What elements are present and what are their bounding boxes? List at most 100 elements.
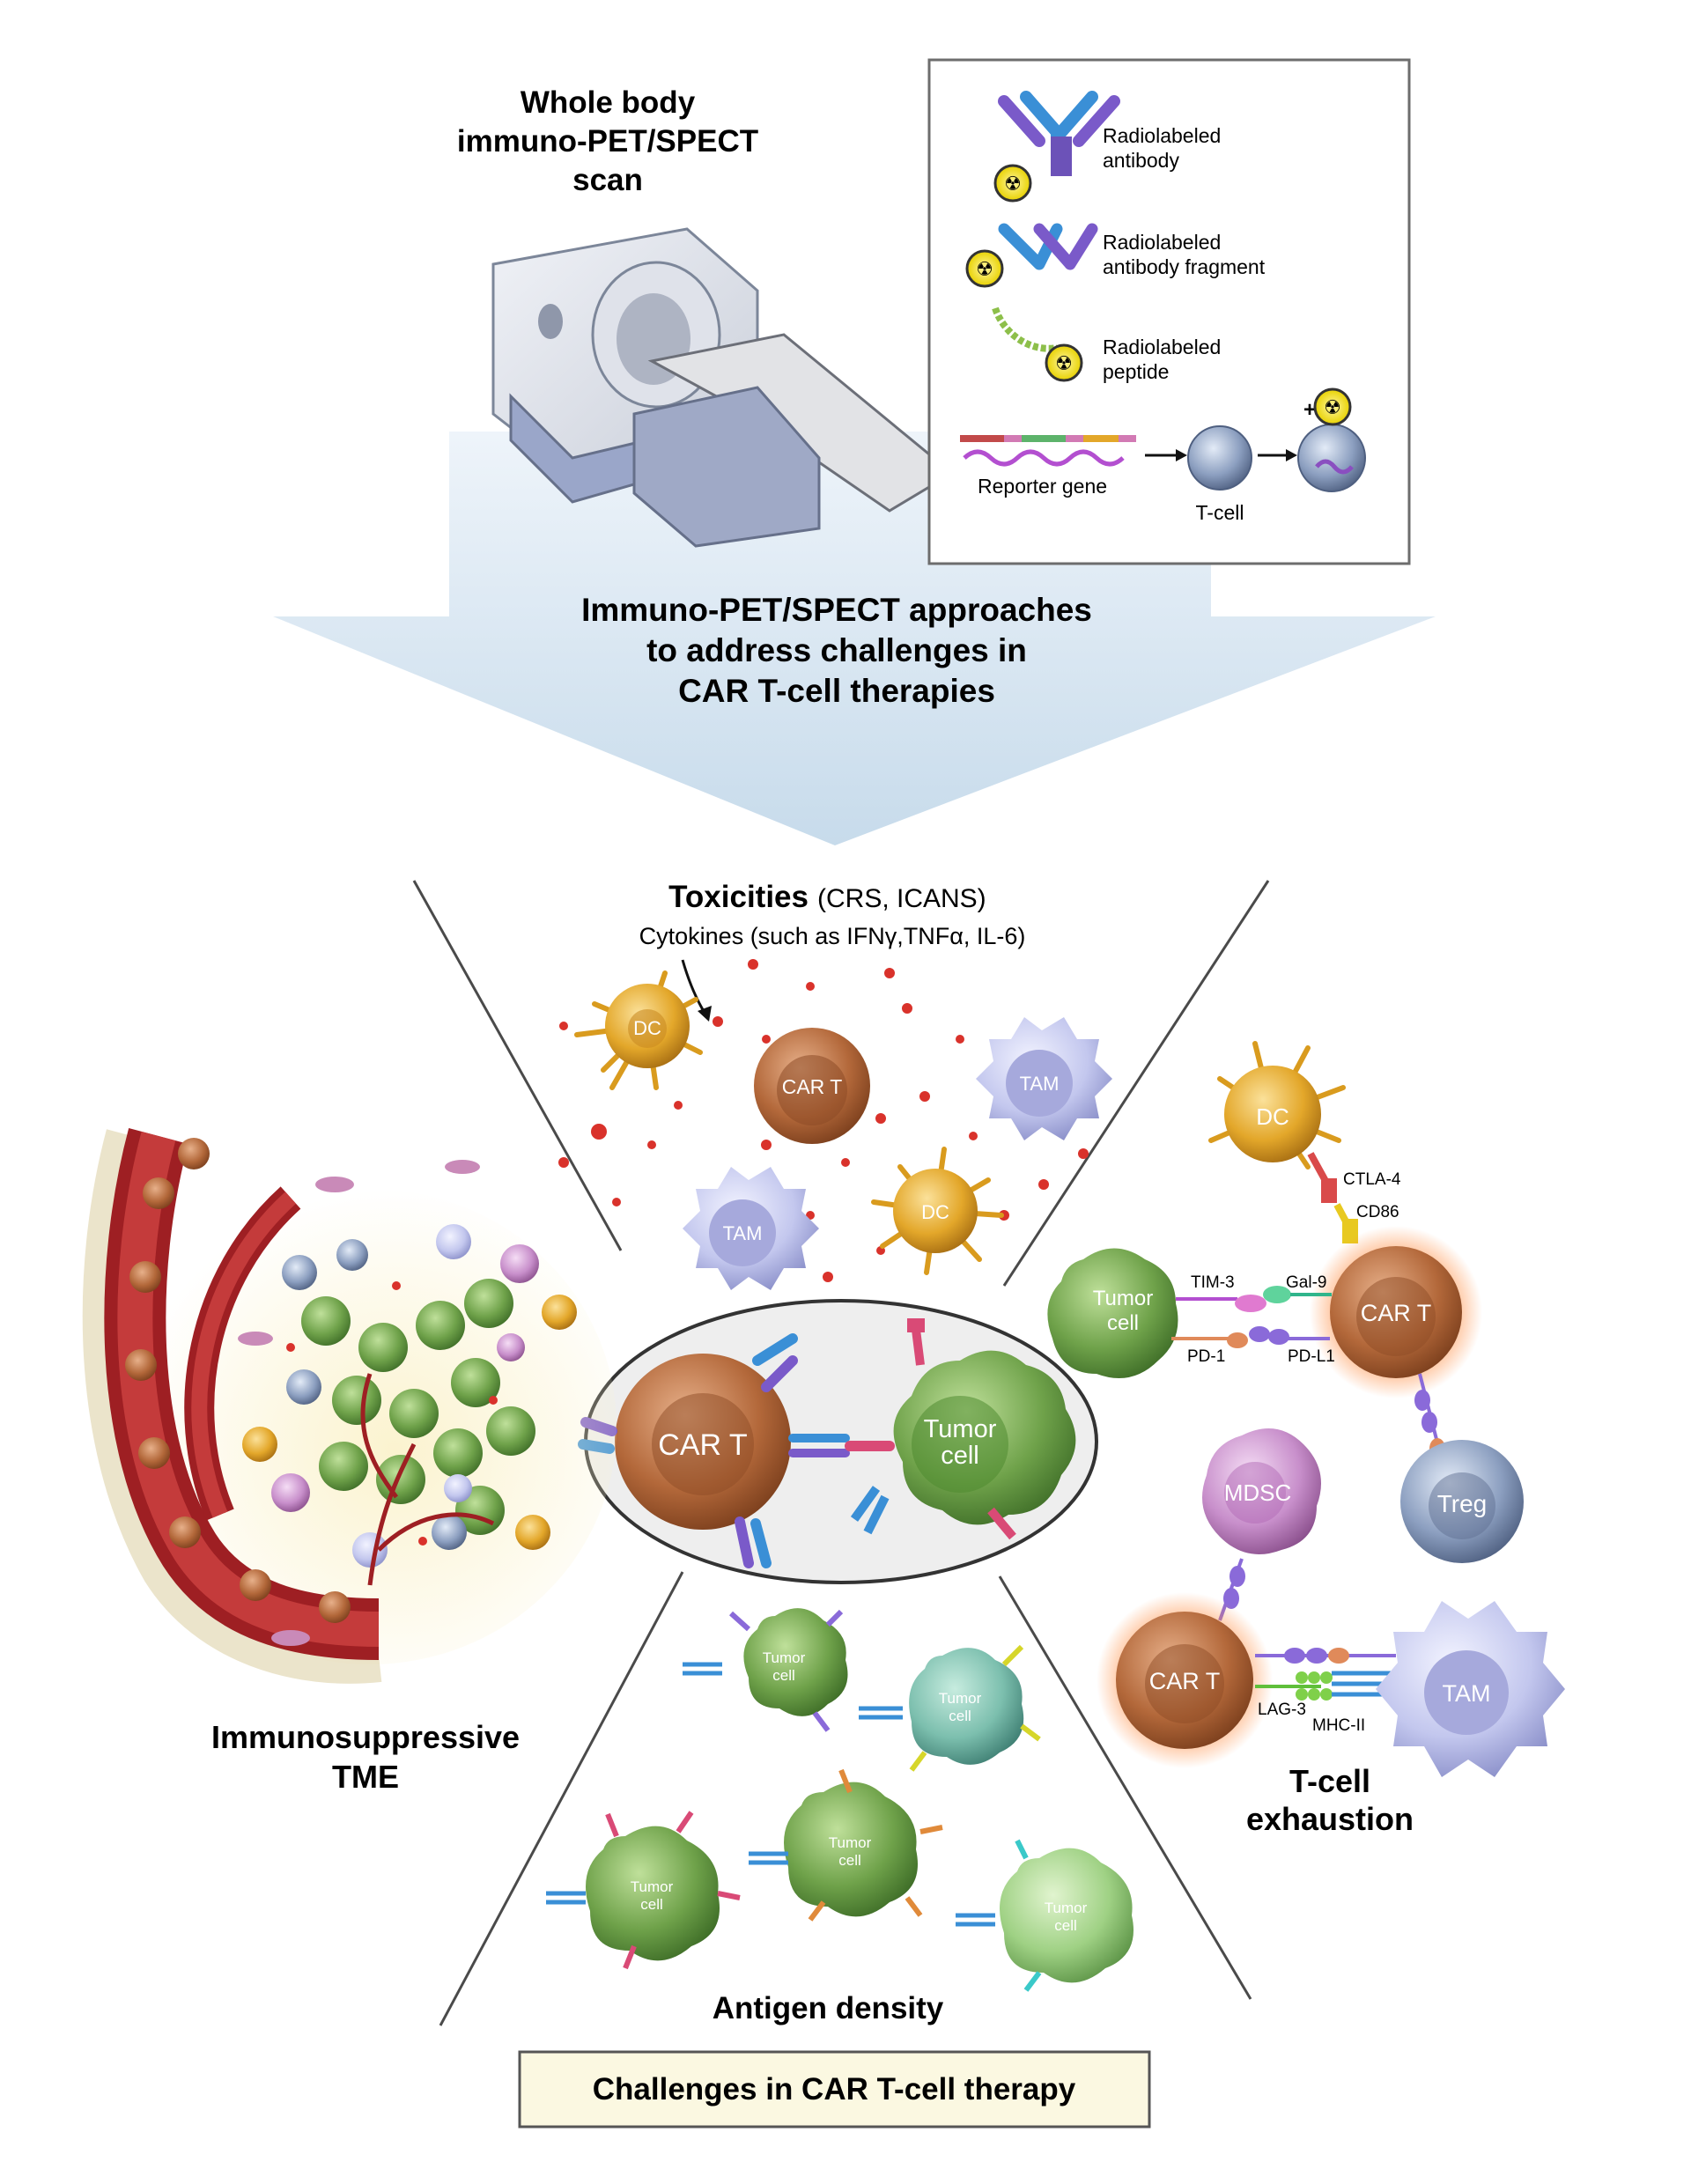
exhaustion-label-line1: T-cell	[1289, 1763, 1370, 1799]
antigen-density-label: Antigen density	[713, 1991, 944, 2025]
antigen-tumor-1-label-line2: cell	[772, 1667, 795, 1684]
antigen-tumor-2-label-line2: cell	[949, 1708, 971, 1724]
dc-label-left: DC	[633, 1017, 661, 1039]
peptide-label-line2: peptide	[1103, 360, 1169, 383]
lag3-mhc2-interaction	[1255, 1648, 1396, 1701]
tcell-label: T-cell	[1196, 501, 1244, 524]
tam-label-toxicities-right: TAM	[1020, 1073, 1060, 1095]
tme-label-line1: Immunosuppressive	[211, 1719, 520, 1755]
antibody-label-line2: antibody	[1103, 149, 1179, 172]
cytokines-label: Cytokines (such as IFNγ,TNFα, IL-6)	[639, 923, 1026, 949]
mdsc-label: MDSC	[1224, 1479, 1292, 1506]
arrow-text-line3: CAR T-cell therapies	[678, 673, 995, 709]
dc-cell-exhaustion	[1208, 1041, 1346, 1169]
svg-text:☢: ☢	[1004, 173, 1022, 195]
central-tumor-label-line2: cell	[941, 1442, 979, 1470]
treg-cell	[1400, 1440, 1524, 1563]
exhaustion-label-line2: exhaustion	[1246, 1801, 1414, 1837]
dc-label-exhaustion: DC	[1256, 1103, 1289, 1130]
pd1-pdl1-interaction	[1171, 1326, 1330, 1348]
toxicities-title: Toxicities	[668, 880, 809, 914]
arrow-text-line2: to address challenges in	[646, 632, 1027, 668]
treg-label: Treg	[1437, 1490, 1488, 1517]
scanner-title-line3: scan	[572, 163, 643, 197]
antigen-tumor-3-label-line2: cell	[838, 1852, 861, 1869]
mdsc-cell	[1202, 1428, 1321, 1554]
tumor-label-exhaustion-line1: Tumor	[1093, 1287, 1153, 1310]
antigen-tumor-1-label-line1: Tumor	[763, 1649, 806, 1666]
tumor-cell-exhaustion	[1047, 1248, 1178, 1378]
tumor-label-exhaustion-line2: cell	[1107, 1311, 1139, 1335]
cart-label-toxicities: CAR T	[782, 1075, 843, 1098]
antigen-tumor-cells	[546, 1608, 1133, 1992]
tme-illustration	[82, 1127, 617, 1684]
labeled-tcell-icon	[1297, 424, 1366, 492]
fragment-label-line2: antibody fragment	[1103, 255, 1266, 278]
antigen-tumor-cell-2	[859, 1644, 1041, 1772]
cart-cell-exhaustion-top	[1310, 1226, 1482, 1398]
cart-label-exhaustion-top: CAR T	[1361, 1300, 1432, 1326]
antigen-tumor-4-label-line1: Tumor	[631, 1878, 674, 1895]
antigen-tumor-cell-5	[956, 1839, 1133, 1992]
central-tumor-label-line1: Tumor	[924, 1415, 997, 1443]
central-tumor-cell	[850, 1318, 1076, 1540]
reporter-gene-label: Reporter gene	[978, 475, 1107, 498]
antibody-label-line1: Radiolabeled	[1103, 124, 1221, 147]
svg-text:☢: ☢	[1324, 396, 1341, 418]
scanner-title-line2: immuno-PET/SPECT	[457, 124, 758, 159]
tim3-label: TIM-3	[1191, 1273, 1235, 1292]
scanner-title-line1: Whole body	[521, 85, 696, 120]
footer-label: Challenges in CAR T-cell therapy	[593, 2072, 1076, 2107]
plus-sign: +	[1303, 398, 1316, 422]
antigen-tumor-cell-4	[546, 1811, 741, 1970]
cytokine-pointer-arrow	[681, 959, 706, 1014]
cart-cell-exhaustion-bottom	[1097, 1592, 1273, 1768]
radiolabeled-antibody-icon: ☢	[993, 91, 1120, 203]
reporter-gene-dna-icon	[960, 435, 1136, 467]
peptide-label-line1: Radiolabeled	[1103, 336, 1221, 358]
pd1-label: PD-1	[1187, 1347, 1225, 1366]
mhc2-label: MHC-II	[1312, 1716, 1365, 1735]
antigen-tumor-4-label-line2: cell	[640, 1896, 663, 1913]
tme-label-line2: TME	[332, 1759, 399, 1795]
radioactive-icon	[1313, 387, 1352, 426]
dc-cell-toxicities-right	[871, 1147, 1004, 1275]
antigen-tumor-5-label-line1: Tumor	[1045, 1900, 1088, 1916]
radiolabeled-peptide-icon: ☢	[992, 306, 1083, 382]
lag3-label: LAG-3	[1258, 1701, 1306, 1719]
pet-scanner-illustration	[491, 227, 935, 548]
cd86-label: CD86	[1356, 1203, 1399, 1221]
radiolabeled-antibody-fragment-icon: ☢	[965, 223, 1098, 288]
central-cart-cell	[615, 1354, 791, 1530]
svg-text:☢: ☢	[1055, 352, 1073, 374]
antigen-tumor-2-label-line1: Tumor	[939, 1690, 982, 1707]
scanner-title: Whole body immuno-PET/SPECT scan	[457, 85, 758, 197]
gal9-label: Gal-9	[1286, 1273, 1326, 1292]
fragment-label-line1: Radiolabeled	[1103, 231, 1221, 254]
tam-cell-toxicities-right	[976, 1017, 1112, 1140]
pdl1-label: PD-L1	[1288, 1347, 1335, 1366]
dc-cell-toxicities-left	[574, 970, 703, 1090]
dc-label-right: DC	[921, 1201, 949, 1223]
tam-label-toxicities-left: TAM	[723, 1222, 763, 1244]
cart-cell-toxicities	[754, 1028, 870, 1144]
ctla4-cd86-interaction	[1307, 1152, 1358, 1243]
tam-label-exhaustion: TAM	[1443, 1680, 1491, 1707]
toxicities-subtitle: (CRS, ICANS)	[817, 884, 986, 913]
section-dividers	[412, 880, 1270, 2026]
cart-label-exhaustion-bottom: CAR T	[1149, 1668, 1221, 1694]
antigen-tumor-3-label-line1: Tumor	[829, 1834, 872, 1851]
tim3-gal9-interaction	[1176, 1286, 1332, 1312]
ctla4-label: CTLA-4	[1343, 1170, 1401, 1189]
antigen-tumor-cell-3	[749, 1768, 943, 1922]
footer-box	[518, 2050, 1151, 2129]
antigen-tumor-cell-1	[683, 1608, 848, 1732]
arrow-text-line1: Immuno-PET/SPECT approaches	[581, 592, 1092, 628]
tam-cell-exhaustion	[1376, 1601, 1565, 1777]
tcell-icon	[1187, 425, 1252, 491]
tam-cell-toxicities-left	[683, 1167, 819, 1290]
antigen-tumor-5-label-line2: cell	[1054, 1917, 1077, 1934]
svg-text:☢: ☢	[976, 258, 993, 280]
central-cart-label: CAR T	[658, 1428, 747, 1462]
